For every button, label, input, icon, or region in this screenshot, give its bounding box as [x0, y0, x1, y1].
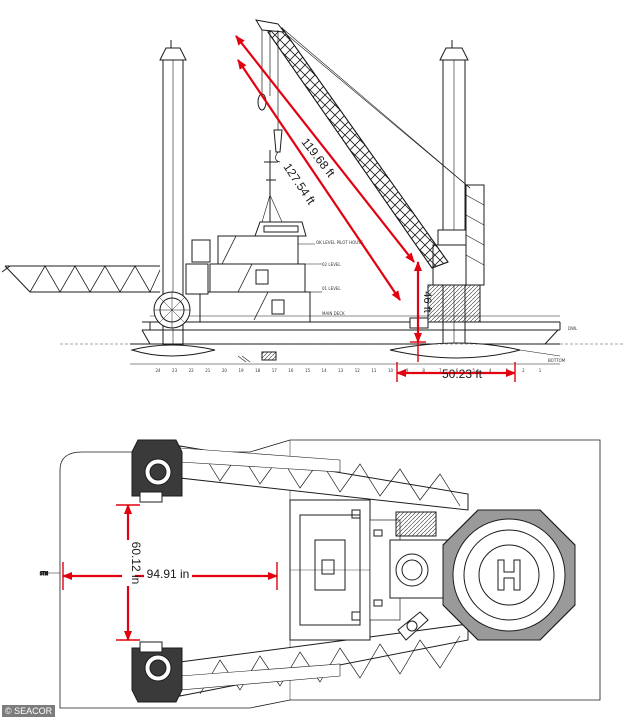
central-deckhouse [289, 499, 401, 641]
frame-mark: 15 [305, 368, 311, 373]
upper-leg-housing [131, 439, 183, 503]
deck-label: MAIN DECK [322, 311, 345, 316]
stern-truss [1, 265, 161, 293]
dim-line-boom-length [237, 59, 401, 301]
image-credit: © SEACOR [2, 705, 56, 717]
hull [60, 291, 625, 365]
helipad-h-icon [497, 559, 521, 591]
frame-mark: 19 [238, 368, 244, 373]
dim-label-plan-length: 94.91 in [147, 567, 190, 581]
frame-mark: 12 [355, 368, 361, 373]
dim-label-leg-spacing: 50.23 ft [442, 367, 483, 381]
hull-outline [59, 439, 601, 709]
svg-text:STN: STN [40, 571, 48, 576]
dim-label-plan-width: 60.12 in [129, 542, 143, 585]
frame-mark: 17 [272, 368, 278, 373]
frame-mark: 13 [338, 368, 344, 373]
frame-mark: 18 [255, 368, 261, 373]
plan-view: STN [40, 439, 601, 709]
frame-mark: 24 [155, 368, 161, 373]
lower-leg-housing [131, 641, 183, 703]
lower-walkway-truss [179, 623, 469, 697]
frame-mark: 21 [205, 368, 211, 373]
side-dimensions [235, 35, 516, 382]
dim-label-small-height: 46 ft [421, 291, 433, 312]
frame-mark: 2 [522, 368, 525, 373]
dwl-label: DWL [568, 326, 578, 331]
crane-house [372, 184, 485, 329]
crane-pedestal [389, 511, 451, 641]
frame-mark: 16 [288, 368, 294, 373]
upper-walkway-truss [179, 445, 469, 511]
frame-mark: 22 [189, 368, 195, 373]
deck-label: 02 LEVEL [322, 262, 341, 267]
frame-mark: 1 [539, 368, 542, 373]
left-jack-leg [159, 40, 187, 346]
frame-mark: 14 [322, 368, 328, 373]
frame-mark: 10 [388, 368, 394, 373]
deck-label: OK LEVEL PILOT HOUSE [316, 240, 364, 245]
helideck [442, 509, 576, 641]
frame-mark: 20 [222, 368, 228, 373]
bottom-label: BOTTOM [548, 358, 566, 363]
frame-mark: 23 [172, 368, 178, 373]
frame-mark: 11 [371, 368, 377, 373]
deck-label: 01 LEVEL [322, 286, 341, 291]
dim-label-boom-length: 127.54 ft [280, 160, 318, 207]
